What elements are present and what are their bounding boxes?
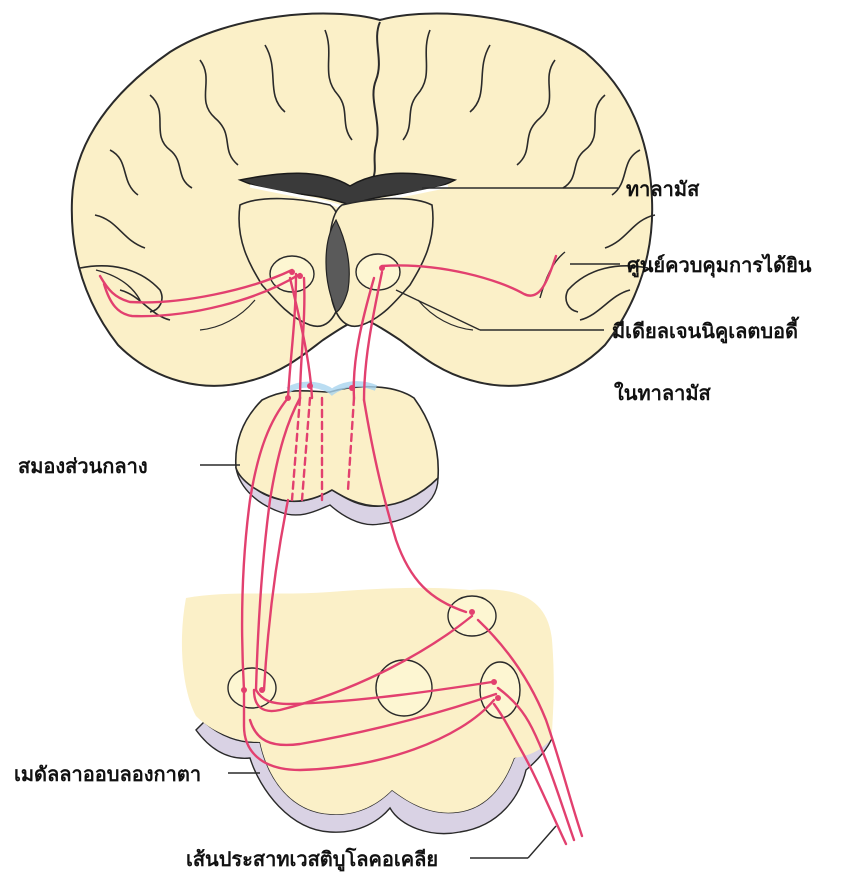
thalamus-label: ทาลามัส [626,178,699,200]
midbrain-body [236,387,439,506]
midbrain [236,384,439,525]
medial-geniculate-label-line2: ในทาลามัส [614,382,711,404]
medulla-label: เมดัลลาออบลองกาตา [14,763,201,785]
vestibulocochlear-nerve-label: เส้นประสาทเวสติบูโลคอเคลีย [186,848,438,870]
auditory-cortex-label: ศูนย์ควบคุมการได้ยิน [627,254,811,276]
midbrain-label: สมองส่วนกลาง [18,455,148,477]
olivary-nucleus [376,660,432,716]
right-medial-geniculate [356,254,400,290]
medial-geniculate-label-line1: มีเดียลเจนนิคูเลตบอดี้ [612,320,798,342]
